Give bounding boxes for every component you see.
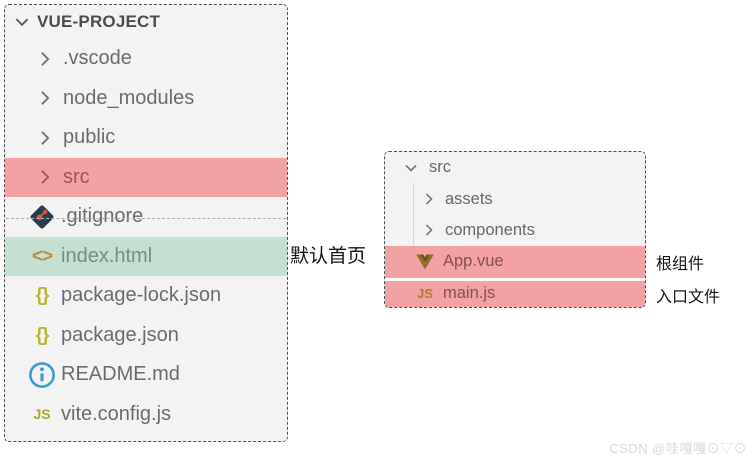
tree-item-label: .vscode [63,47,132,70]
screenshot-seam-divider [6,218,286,219]
html-code-icon: <> [31,245,53,267]
tree-item-label: assets [445,189,493,208]
tree-item-label: node_modules [63,86,195,109]
explorer-panel-src: src assets components App.vue [384,151,646,308]
tree-item-public[interactable]: public [5,118,287,158]
watermark-text: CSDN @哇嘎嘎⊙▽⊙ [609,441,747,456]
chevron-right-icon [35,49,55,69]
tree-item-vscode[interactable]: .vscode [5,39,287,79]
tree-item-label: .gitignore [61,205,144,228]
js-icon: JS [33,406,51,423]
tree-item-vue-project-root[interactable]: VUE-PROJECT [5,5,287,39]
tree-item-label: vite.config.js [61,402,172,425]
tree-item-label: index.html [61,244,153,267]
git-icon [27,202,57,232]
tree-item-package-lock-json[interactable]: {} package-lock.json [5,276,287,316]
tree-item-label: src [63,165,90,188]
indent-guide [413,183,414,307]
tree-item-label: App.vue [443,252,504,271]
tree-item-label: components [445,220,535,239]
tree-item-index-html[interactable]: <> index.html [5,236,287,276]
json-braces-icon: {} [35,324,50,346]
tree-item-package-json[interactable]: {} package.json [5,316,287,356]
tree-item-label: package.json [61,323,179,346]
chevron-down-icon [13,13,31,31]
root-folder-label: src [429,158,451,177]
chevron-right-icon [421,222,437,238]
chevron-right-icon [35,128,55,148]
annotation-root-component: 根组件 [656,256,705,273]
tree-item-src-root[interactable]: src [385,152,645,183]
tree-item-gitignore[interactable]: .gitignore [5,197,287,237]
vue-logo-icon [415,252,435,272]
tree-item-components[interactable]: components [385,215,645,246]
chevron-right-icon [421,191,437,207]
tree-item-node-modules[interactable]: node_modules [5,79,287,119]
chevron-right-icon [35,167,55,187]
tree-item-vite-config-js[interactable]: JS vite.config.js [5,395,287,435]
js-icon: JS [417,285,433,301]
tree-item-main-js[interactable]: JS main.js [385,277,645,307]
explorer-panel-vue-project: VUE-PROJECT .vscode node_modules public [4,4,288,442]
tree-item-label: package-lock.json [61,284,222,307]
json-braces-icon: {} [35,285,50,307]
chevron-right-icon [35,88,55,108]
annotation-default-homepage: 默认首页 [290,246,367,267]
root-folder-label: VUE-PROJECT [37,12,161,31]
info-icon [27,360,57,390]
tree-item-label: public [63,126,116,149]
chevron-down-icon [403,160,419,176]
tree-item-src[interactable]: src [5,157,287,197]
tree-item-readme-md[interactable]: README.md [5,355,287,395]
tree-item-assets[interactable]: assets [385,183,645,214]
annotation-entry-file: 入口文件 [656,289,721,306]
tree-item-label: README.md [61,363,180,386]
tree-item-app-vue[interactable]: App.vue [385,246,645,278]
tree-item-label: main.js [443,283,496,302]
